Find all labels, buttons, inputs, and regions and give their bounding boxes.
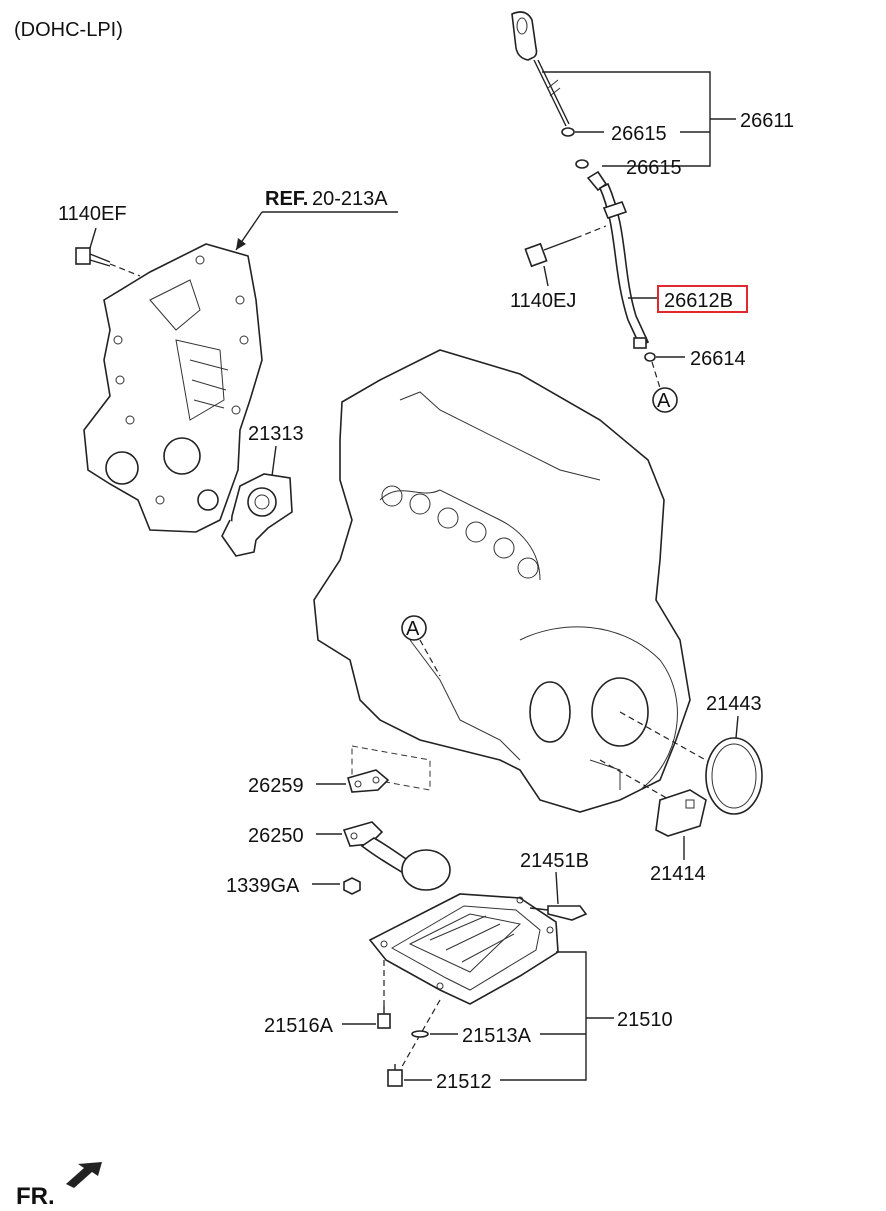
rear-oil-seal (705, 737, 763, 815)
ref-bold: REF. (265, 188, 308, 210)
label-26611[interactable]: 26611 (740, 110, 794, 132)
o-ring-26614 (644, 352, 656, 362)
variant-label: (DOHC-LPI) (14, 19, 123, 41)
label-21443[interactable]: 21443 (706, 693, 762, 715)
label-26614[interactable]: 26614 (690, 348, 746, 370)
label-1140EJ[interactable]: 1140EJ (510, 290, 576, 312)
label-21516A[interactable]: 21516A (264, 1015, 334, 1037)
bolt-1140ef (75, 247, 141, 277)
drain-plug (387, 1064, 403, 1087)
dipstick-gauge (511, 11, 570, 127)
highlight-box-26612B (657, 285, 748, 313)
ref-code: 20-213A (312, 188, 388, 210)
front-label: FR. (16, 1183, 55, 1210)
gasket-26259 (347, 769, 390, 793)
label-26250[interactable]: 26250 (248, 825, 304, 847)
nut-1339ga (343, 877, 361, 895)
front-arrow-icon (66, 1162, 102, 1188)
label-26612B[interactable]: 26612B (664, 290, 733, 312)
engine-block (313, 349, 691, 813)
label-26615-upper[interactable]: 26615 (611, 123, 667, 145)
oil-pan (368, 893, 559, 1005)
o-ring-upper (561, 127, 575, 137)
oil-pump (221, 473, 293, 557)
label-26615-lower[interactable]: 26615 (626, 157, 682, 179)
oil-strainer (342, 821, 451, 891)
callout-a-engine-letter: A (406, 618, 420, 640)
label-21451B[interactable]: 21451B (520, 850, 589, 872)
label-21513A[interactable]: 21513A (462, 1025, 532, 1047)
callout-a-top (652, 387, 678, 413)
label-1140EF[interactable]: 1140EF (58, 203, 127, 225)
label-21414[interactable]: 21414 (650, 863, 706, 885)
label-1339GA[interactable]: 1339GA (226, 875, 300, 897)
oil-baffle (655, 789, 707, 837)
callout-a-engine (401, 615, 427, 641)
label-21510[interactable]: 21510 (617, 1009, 673, 1031)
callout-a-top-letter: A (657, 390, 671, 412)
timing-chain-cover (83, 243, 263, 533)
label-21512[interactable]: 21512 (436, 1071, 492, 1093)
oil-level-sensor (529, 905, 588, 921)
o-ring-lower (575, 159, 589, 169)
dipstick-guide-tube (586, 170, 650, 349)
label-26259[interactable]: 26259 (248, 775, 304, 797)
bolt-21516a (377, 960, 391, 1029)
bolt-1140ej (524, 225, 607, 268)
label-21313[interactable]: 21313 (248, 423, 304, 445)
drain-plug-washer (411, 1030, 429, 1038)
